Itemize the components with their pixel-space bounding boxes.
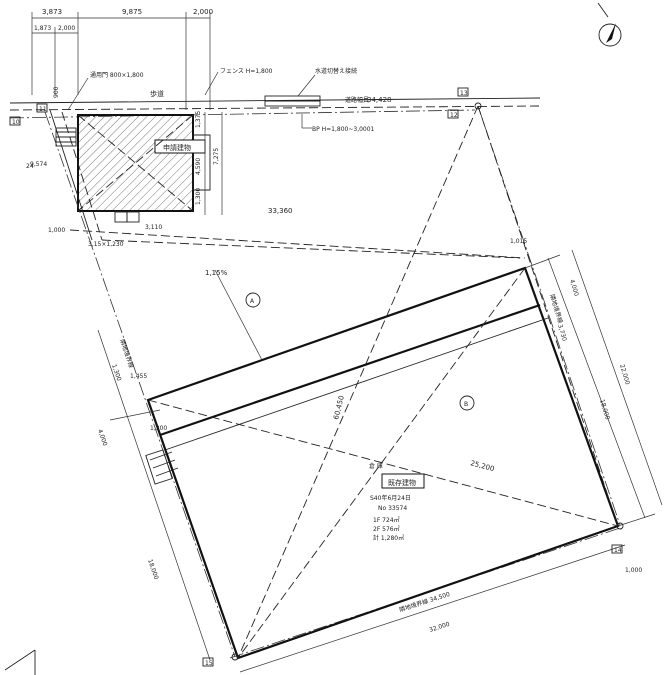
- marker-a: A: [245, 292, 261, 308]
- svg-text:10: 10: [12, 119, 20, 126]
- dim-34428: 34,428: [367, 96, 392, 104]
- dim-1000-left: 1,000: [48, 227, 65, 234]
- drainage-label: 水道切替え接続: [315, 67, 357, 75]
- road-width-label: 道路幅員: [345, 96, 369, 104]
- dim-4000-left: 4,000: [96, 428, 108, 447]
- left-dims: 隣地境界線 1,300 1,455 4,000 1,300 18,000: [96, 329, 211, 661]
- dim-1015: 1,015: [510, 238, 527, 245]
- dim-7275: 7,275: [213, 148, 220, 165]
- dim-top-2: 9,875: [122, 8, 142, 16]
- dim-25200: 25,200: [469, 459, 495, 473]
- new-building-label: 申請建物: [163, 143, 191, 152]
- dim-1375: 1,375: [195, 111, 202, 128]
- dim-top-5: 2,000: [58, 25, 75, 32]
- warehouse-label: 倉 庫: [369, 462, 383, 470]
- dim-60450: 60,450: [332, 395, 346, 421]
- svg-text:11: 11: [39, 106, 47, 113]
- bottom-dims: 隣地境界線 34,500 32,000: [239, 544, 626, 673]
- floor-1f: 1F 724㎡: [373, 516, 400, 524]
- marker-b: B: [459, 395, 475, 411]
- spec-line-1: S40年6月24日: [370, 494, 411, 502]
- dim-33360: 33,360: [268, 207, 293, 215]
- road-edge: 歩道 道路幅員 34,428: [9, 89, 541, 119]
- dim-18000-left: 18,000: [146, 558, 160, 580]
- gate-label: 通用門 800×1,800: [90, 71, 144, 79]
- fence-label: フェンス H=1,800: [220, 68, 273, 75]
- dim-1300c: 1,300: [150, 425, 167, 432]
- corner-fragment: [4, 649, 36, 675]
- dim-22000: 22,000: [618, 364, 631, 386]
- north-arrow-icon: [597, 2, 622, 47]
- dim-top-4: 1,873: [34, 25, 51, 32]
- floor-2f: 2F 576㎡: [373, 525, 400, 533]
- bp-label: BP H=1,800~3,0001: [312, 126, 375, 133]
- dim-top-3: 2,000: [193, 8, 213, 16]
- annotations-top: 通用門 800×1,800 フェンス H=1,800 水道切替え接続 BP H=…: [67, 67, 375, 133]
- dim-3110: 3,110: [145, 224, 162, 231]
- svg-text:15: 15: [205, 660, 213, 667]
- svg-text:12: 12: [450, 112, 458, 119]
- svg-text:24: 24: [26, 163, 34, 170]
- new-building: 申請建物: [55, 114, 211, 212]
- svg-text:14: 14: [614, 547, 622, 554]
- svg-text:13: 13: [460, 90, 468, 97]
- spec-line-2: No 33574: [378, 505, 407, 512]
- diagonal-dims: 60,450 25,200 1,15%: [205, 269, 495, 473]
- building-dims: 1,375 4,590 7,275 1,300 1,000 3,15×1,230…: [30, 86, 223, 248]
- existing-warehouse: 既存建物 倉 庫 S40年6月24日 No 33574 1F 724㎡ 2F 5…: [145, 105, 620, 660]
- point-labels: 10 11 12 13 14 15 24: [9, 87, 624, 667]
- dim-9574: 9,574: [30, 161, 47, 168]
- dim-1230: 3,15×1,230: [88, 241, 124, 248]
- boundary-left: 隣地境界線: [118, 338, 135, 369]
- dim-900: 900: [53, 86, 60, 98]
- dim-32000: 32,000: [428, 621, 450, 634]
- dim-18000-right: 18,000: [598, 399, 611, 421]
- road-label: 歩道: [150, 89, 164, 98]
- dim-1455: 1,455: [130, 373, 147, 380]
- dim-top-1: 3,873: [42, 8, 62, 16]
- svg-text:B: B: [464, 401, 468, 408]
- dim-3730: 3,730: [556, 324, 568, 343]
- existing-building-label: 既存建物: [388, 478, 416, 487]
- dim-1300b: 1,300: [110, 363, 122, 382]
- floor-total: 計 1,280㎡: [373, 534, 404, 542]
- dim-1000-bottom: 1,000: [625, 567, 642, 574]
- svg-text:A: A: [250, 298, 255, 305]
- dim-1300: 1,300: [195, 188, 202, 205]
- dim-4590: 4,590: [195, 158, 202, 175]
- top-dimension-chain: 3,873 9,875 2,000 1,873 2,000: [31, 8, 213, 110]
- dim-4000-top: 4,000: [568, 279, 580, 298]
